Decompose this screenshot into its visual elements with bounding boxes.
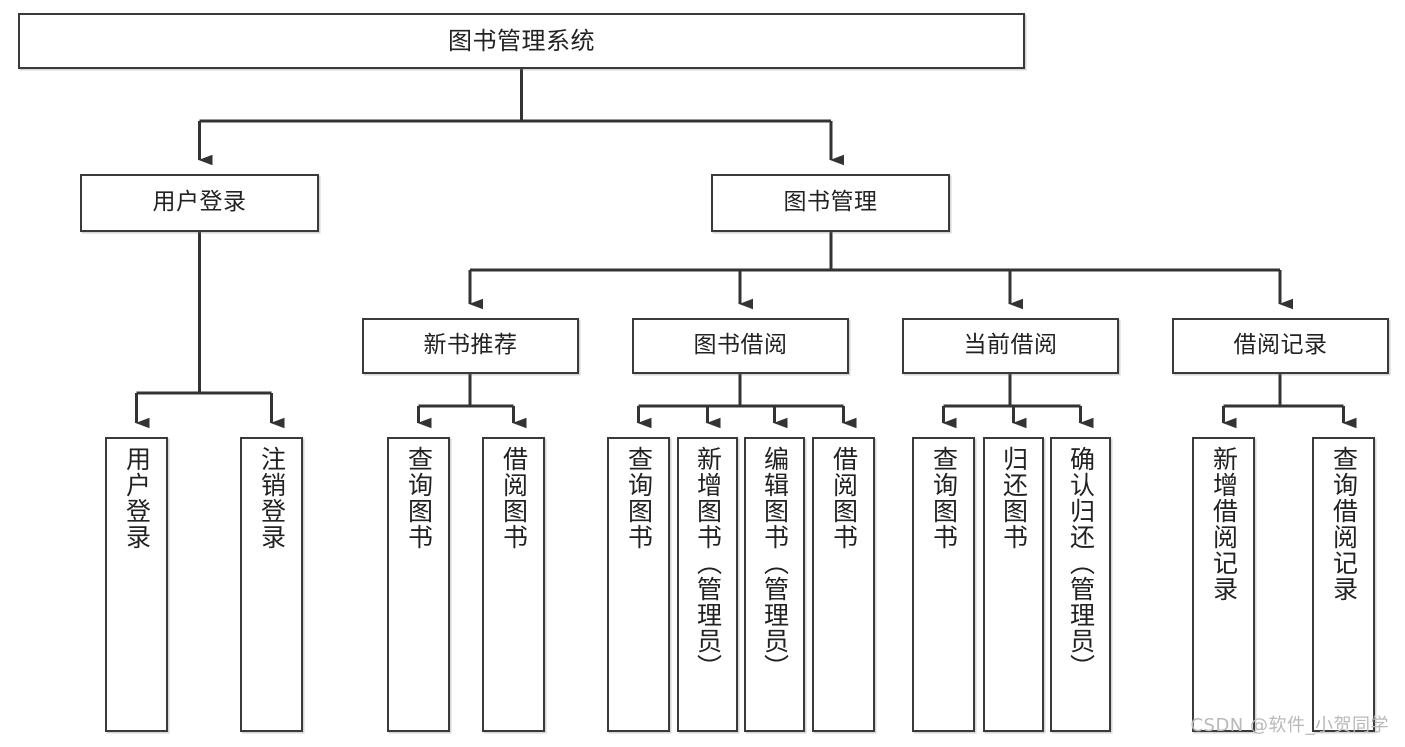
node-book-borrow[interactable]: 图书借阅 [632,318,849,374]
csdn-watermark: CSDN @软件_小贺同学 [1190,715,1389,736]
node-leaf-edit-book-admin[interactable]: 编辑图书（管理员） [744,437,805,732]
node-leaf-return-book-label: 归还图书 [999,446,1029,550]
node-leaf-add-borrow-record-label: 新增借阅记录 [1209,446,1239,602]
node-leaf-add-book-admin[interactable]: 新增图书（管理员） [677,437,738,732]
node-leaf-query-book-borrow-label: 查询图书 [624,446,654,550]
node-book-borrow-label: 图书借阅 [693,332,788,359]
node-leaf-add-borrow-record[interactable]: 新增借阅记录 [1192,437,1255,732]
node-leaf-confirm-return-admin[interactable]: 确认归还（管理员） [1050,437,1111,732]
node-current-borrow[interactable]: 当前借阅 [902,318,1119,374]
node-root-label: 图书管理系统 [448,26,595,55]
node-leaf-borrow-book-recommend-label: 借阅图书 [499,446,529,550]
node-leaf-query-book-recommend-label: 查询图书 [404,446,434,550]
node-book-management[interactable]: 图书管理 [711,174,950,232]
node-leaf-edit-book-admin-label: 编辑图书（管理员） [760,446,790,680]
node-root[interactable]: 图书管理系统 [18,13,1025,69]
node-leaf-borrow-book[interactable]: 借阅图书 [812,437,875,732]
node-borrow-records[interactable]: 借阅记录 [1172,318,1389,374]
node-leaf-user-login-label: 用户登录 [122,446,152,550]
node-leaf-borrow-book-label: 借阅图书 [829,446,859,550]
node-leaf-add-book-admin-label: 新增图书（管理员） [693,446,723,680]
node-user-login[interactable]: 用户登录 [80,174,319,232]
node-leaf-confirm-return-admin-label: 确认归还（管理员） [1066,446,1096,680]
node-leaf-query-book-current[interactable]: 查询图书 [912,437,975,732]
node-leaf-borrow-book-recommend[interactable]: 借阅图书 [482,437,545,732]
node-leaf-query-book-borrow[interactable]: 查询图书 [607,437,670,732]
node-leaf-user-login[interactable]: 用户登录 [105,437,168,732]
node-new-book-recommend[interactable]: 新书推荐 [362,318,579,374]
node-current-borrow-label: 当前借阅 [963,332,1058,359]
node-leaf-query-book-current-label: 查询图书 [929,446,959,550]
node-leaf-query-borrow-record-label: 查询借阅记录 [1329,446,1359,602]
node-leaf-logout-login-label: 注销登录 [257,446,287,550]
node-leaf-query-book-recommend[interactable]: 查询图书 [387,437,450,732]
node-leaf-logout-login[interactable]: 注销登录 [240,437,303,732]
node-new-book-recommend-label: 新书推荐 [423,332,518,359]
node-user-login-label: 用户登录 [152,189,247,216]
node-borrow-records-label: 借阅记录 [1233,332,1328,359]
node-leaf-query-borrow-record[interactable]: 查询借阅记录 [1312,437,1375,732]
node-book-management-label: 图书管理 [783,189,878,216]
node-leaf-return-book[interactable]: 归还图书 [983,437,1044,732]
